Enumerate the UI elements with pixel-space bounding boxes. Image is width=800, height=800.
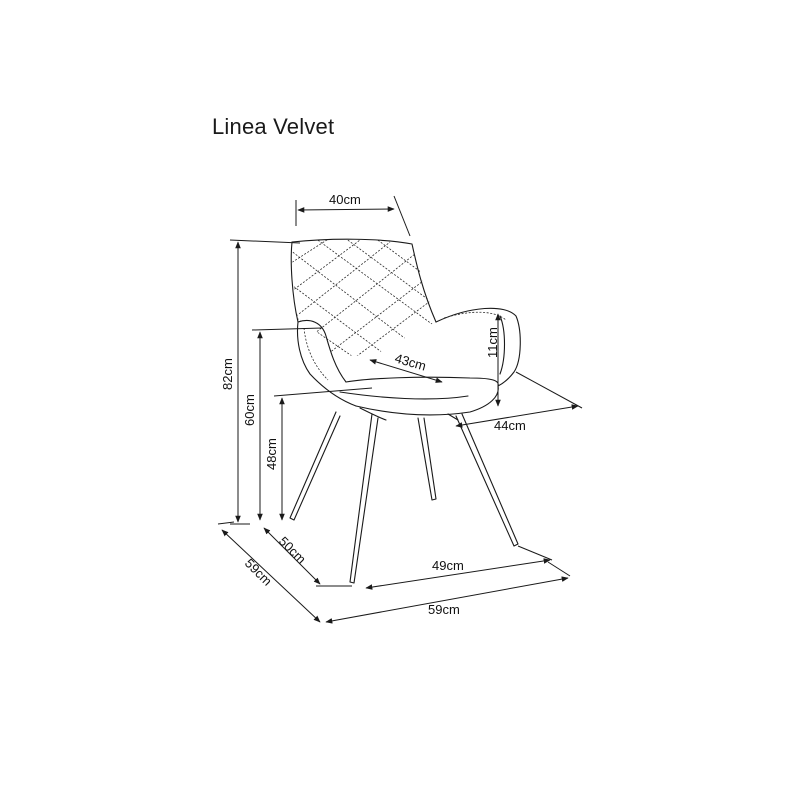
seat-width-label: 44cm [494,418,526,433]
overall-width-label: 59cm [428,602,460,617]
dimension-arrow-icon [455,404,579,428]
dimension-arrow-icon [297,206,395,213]
product-title: Linea Velvet [212,114,335,139]
base-width-label: 49cm [432,558,464,573]
chair-icon [289,238,521,584]
dimension-arrow-icon [369,359,443,383]
base-depth-label: 50cm [276,534,309,567]
overall-depth-label: 59cm [242,556,275,589]
dimension-arrow-icon [221,529,321,623]
total-height-label: 82cm [220,358,235,390]
armrest-height-label: 60cm [242,394,257,426]
back-width-label: 40cm [329,192,361,207]
armrest-gap-label: 11cm [485,327,500,358]
seat-depth-label: 43cm [393,350,428,373]
seat-height-label: 48cm [264,438,279,470]
dimension-arrow-icon [325,576,569,624]
